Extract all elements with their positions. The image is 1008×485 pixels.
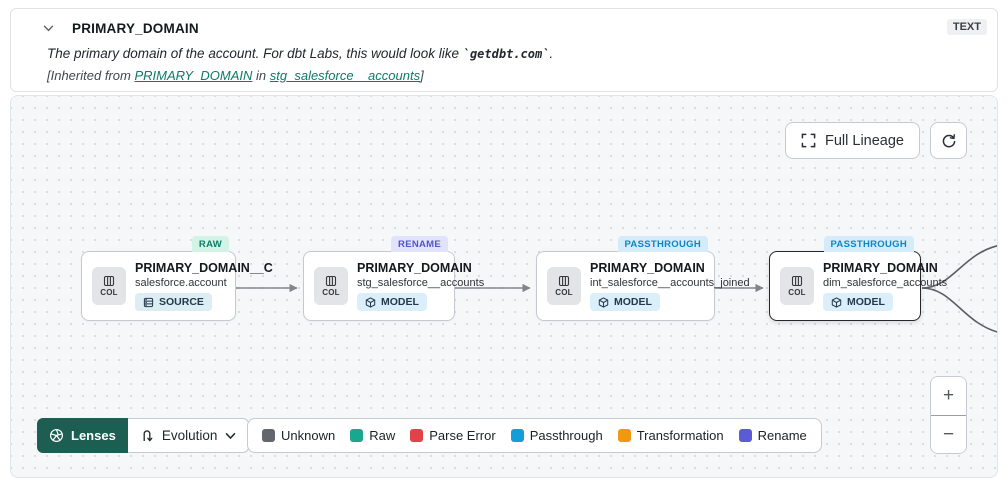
- node-model-name: stg_salesforce__accounts: [357, 277, 485, 289]
- canvas-controls: Full Lineage: [785, 122, 967, 159]
- resource-type-pill: MODEL: [357, 293, 427, 311]
- column-type-badge: TEXT: [946, 19, 987, 35]
- source-icon: [143, 297, 154, 307]
- status-badge: PASSTHROUGH: [617, 236, 708, 252]
- evolution-icon: [140, 428, 154, 443]
- lineage-node[interactable]: PASSTHROUGH COL PRIMARY_DOMAIN dim_sales…: [769, 236, 948, 321]
- lenses-button[interactable]: Lenses: [37, 418, 128, 453]
- inherited-middle: in: [252, 68, 270, 83]
- legend-swatch: [350, 429, 364, 442]
- inherited-note: [Inherited from PRIMARY_DOMAIN in stg_sa…: [47, 68, 983, 83]
- column-icon: [558, 275, 570, 287]
- legend-item: Passthrough: [510, 428, 603, 443]
- legend-swatch: [617, 429, 631, 442]
- lens-dropdown[interactable]: Evolution: [127, 418, 250, 453]
- description-text: The primary domain of the account. For d…: [47, 46, 463, 61]
- col-label: COL: [555, 288, 573, 297]
- column-chip: COL: [547, 267, 581, 305]
- col-label: COL: [322, 288, 340, 297]
- status-badge: RAW: [191, 236, 229, 252]
- resource-type-pill: SOURCE: [135, 293, 212, 311]
- description-code: `getdbt.com`: [462, 47, 550, 61]
- node-column-name: PRIMARY_DOMAIN__C: [135, 261, 273, 275]
- column-icon: [791, 275, 803, 287]
- resource-type-label: SOURCE: [159, 296, 204, 308]
- column-description: The primary domain of the account. For d…: [47, 46, 983, 61]
- column-icon: [325, 275, 337, 287]
- resource-type-pill: MODEL: [590, 293, 660, 311]
- refresh-icon: [941, 133, 957, 149]
- refresh-button[interactable]: [930, 122, 967, 159]
- lenses-control: Lenses Evolution: [37, 418, 250, 453]
- model-icon: [365, 296, 376, 308]
- full-lineage-label: Full Lineage: [825, 132, 904, 149]
- node-model-name: salesforce.account: [135, 277, 227, 289]
- legend-swatch: [410, 429, 424, 442]
- node-body: PRIMARY_DOMAIN__C salesforce.account SOU…: [135, 261, 273, 311]
- zoom-in-button[interactable]: +: [931, 377, 966, 415]
- inherited-model-link[interactable]: stg_salesforce__accounts: [269, 68, 421, 83]
- page-title: PRIMARY_DOMAIN: [72, 20, 199, 36]
- resource-type-pill: MODEL: [823, 293, 893, 311]
- lineage-node[interactable]: RAW COL PRIMARY_DOMAIN__C salesforce.acc…: [81, 236, 273, 321]
- description-period: .: [549, 46, 554, 61]
- model-icon: [598, 296, 609, 308]
- legend-swatch: [262, 429, 275, 442]
- lens-aperture-icon: [49, 428, 64, 443]
- lineage-canvas[interactable]: Full Lineage RAW COL PRIMARY_DOMAIN__C s…: [10, 95, 998, 478]
- legend-label: Transformation: [636, 428, 724, 443]
- lenses-label: Lenses: [71, 428, 116, 443]
- legend-swatch: [738, 429, 752, 442]
- status-badge: RENAME: [391, 236, 448, 252]
- node-body: PRIMARY_DOMAIN dim_salesforce_accounts M…: [823, 261, 948, 311]
- column-chip: COL: [314, 267, 348, 305]
- legend-label: Passthrough: [529, 428, 603, 443]
- legend-item: Parse Error: [410, 428, 496, 443]
- column-chip: COL: [780, 267, 814, 305]
- legend-item: Transformation: [617, 428, 724, 443]
- zoom-out-button[interactable]: −: [931, 415, 966, 453]
- legend-item: Unknown: [262, 428, 335, 443]
- node-column-name: PRIMARY_DOMAIN: [823, 261, 938, 275]
- node-model-name: int_salesforce__accounts_joined: [590, 277, 750, 289]
- full-lineage-button[interactable]: Full Lineage: [785, 122, 920, 159]
- legend-item: Raw: [350, 428, 395, 443]
- legend-label: Unknown: [281, 428, 336, 443]
- legend-item: Rename: [738, 428, 807, 443]
- header-row: PRIMARY_DOMAIN TEXT: [25, 17, 987, 39]
- inherited-column-link[interactable]: PRIMARY_DOMAIN: [134, 68, 253, 83]
- lens-legend: Unknown Raw Parse Error Passthrough Tran…: [247, 418, 822, 453]
- node-body: PRIMARY_DOMAIN stg_salesforce__accounts …: [357, 261, 485, 311]
- resource-type-label: MODEL: [381, 296, 419, 308]
- legend-swatch: [510, 429, 524, 442]
- column-icon: [103, 275, 115, 287]
- collapse-chevron-icon[interactable]: [39, 22, 58, 35]
- inherited-suffix: ]: [420, 68, 424, 83]
- status-badge: PASSTHROUGH: [823, 236, 914, 252]
- col-label: COL: [100, 288, 118, 297]
- lineage-edges: [236, 245, 997, 333]
- legend-label: Parse Error: [429, 428, 496, 443]
- lineage-node[interactable]: PASSTHROUGH COL PRIMARY_DOMAIN int_sales…: [536, 236, 750, 321]
- resource-type-label: MODEL: [614, 296, 652, 308]
- chevron-down-icon: [226, 432, 236, 439]
- model-icon: [831, 296, 842, 308]
- inherited-prefix: [Inherited from: [47, 68, 135, 83]
- lens-selected-label: Evolution: [161, 428, 218, 443]
- expand-icon: [801, 133, 816, 148]
- node-column-name: PRIMARY_DOMAIN: [357, 261, 472, 275]
- column-details-panel: PRIMARY_DOMAIN TEXT The primary domain o…: [10, 8, 998, 92]
- node-column-name: PRIMARY_DOMAIN: [590, 261, 705, 275]
- legend-label: Raw: [369, 428, 396, 443]
- column-chip: COL: [92, 267, 126, 305]
- zoom-panel: + −: [930, 376, 967, 454]
- node-body: PRIMARY_DOMAIN int_salesforce__accounts_…: [590, 261, 750, 311]
- col-label: COL: [788, 288, 806, 297]
- legend-label: Rename: [757, 428, 807, 443]
- resource-type-label: MODEL: [847, 296, 885, 308]
- node-model-name: dim_salesforce_accounts: [823, 277, 948, 289]
- lineage-node[interactable]: RENAME COL PRIMARY_DOMAIN stg_salesforce…: [303, 236, 485, 321]
